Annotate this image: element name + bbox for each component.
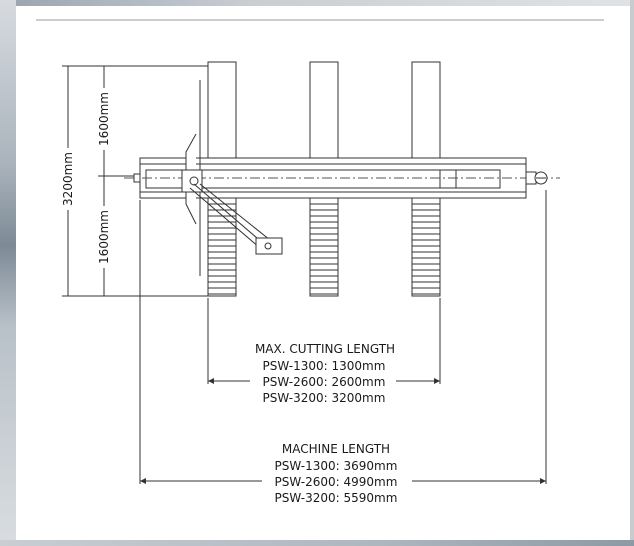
left-decorative-stripe xyxy=(0,0,16,546)
machine-length-line-2: PSW-2600: 4990mm xyxy=(275,475,398,489)
support-arms-top xyxy=(207,61,441,159)
dimension-3200: 3200mm xyxy=(61,152,75,206)
saw-head xyxy=(181,80,271,276)
machine-length-line-1: PSW-1300: 3690mm xyxy=(275,459,398,473)
roller-conveyor-1 xyxy=(207,197,237,297)
machine-length-dimension xyxy=(139,190,547,484)
bottom-border xyxy=(0,540,634,546)
cutting-length-dimension xyxy=(207,298,441,384)
cutting-length-line-3: PSW-3200: 3200mm xyxy=(263,391,386,405)
right-border xyxy=(630,0,634,546)
dimension-1600-bottom: 1600mm xyxy=(97,210,111,264)
dimension-1600-top: 1600mm xyxy=(97,92,111,146)
machine-body xyxy=(124,157,560,199)
top-border xyxy=(0,0,634,6)
machine-length-line-3: PSW-3200: 5590mm xyxy=(275,491,398,505)
roller-conveyors xyxy=(207,197,441,297)
cutting-length-title: MAX. CUTTING LENGTH xyxy=(255,342,395,356)
machine-length-title: MACHINE LENGTH xyxy=(282,442,390,456)
cutting-length-line-1: PSW-1300: 1300mm xyxy=(263,359,386,373)
roller-conveyor-3 xyxy=(411,197,441,297)
roller-conveyor-2 xyxy=(309,197,339,297)
cutting-length-line-2: PSW-2600: 2600mm xyxy=(263,375,386,389)
